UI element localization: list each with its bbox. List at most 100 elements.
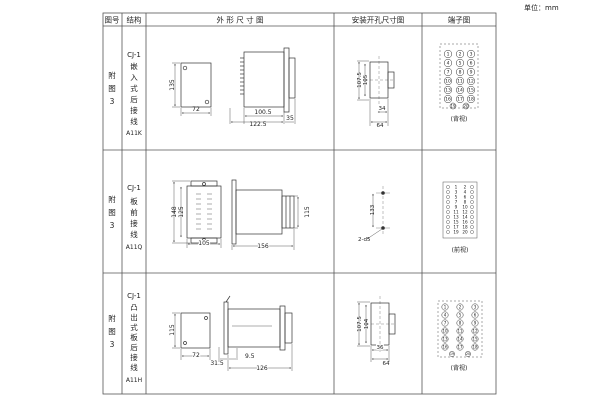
structure-char: 后 — [130, 94, 138, 104]
terminal-grid: 1 2 3 4 5 6 7 8 9 10 11 12 13 14 15 16 1… — [443, 49, 476, 110]
terminal-number: 13 — [453, 215, 459, 220]
dim-label: 34 — [379, 106, 386, 112]
table-grid — [102, 12, 497, 395]
row-2-outline-drawing — [172, 179, 299, 250]
terminal-number: 9 — [474, 320, 477, 325]
mount-screw — [202, 238, 206, 242]
dim-label: 64 — [377, 123, 384, 129]
structure-char: 出 — [130, 312, 138, 322]
terminal-number: 2 — [464, 185, 467, 190]
terminal-number: 14 — [462, 215, 468, 220]
relay-body — [235, 189, 283, 235]
terminal-number: 10 — [462, 205, 468, 210]
structure-char: 线 — [130, 229, 138, 239]
structure-char: 接 — [130, 352, 138, 362]
terminal-number: 17 — [457, 97, 463, 103]
fig-no-char: 附 — [108, 195, 116, 204]
terminal-number: 10 — [445, 79, 451, 85]
model-label: CJ-1 — [127, 184, 141, 192]
model-label: CJ-1 — [127, 292, 141, 300]
terminal-number: 8 — [459, 70, 462, 76]
dim-label: 105 — [363, 74, 369, 85]
terminal-number: 8 — [459, 320, 462, 325]
terminal-view-label: (背视) — [451, 115, 468, 123]
structure-char: 凸 — [130, 303, 138, 312]
terminal-number: 17 — [453, 225, 459, 230]
terminal-number: 11 — [457, 79, 463, 85]
structure-char: 式 — [130, 322, 138, 332]
row-3-outline-labels: 115 72 31.5 9.5 126 — [169, 324, 269, 373]
row-2-cutout-drawing — [366, 186, 390, 240]
terminal-number: 6 — [464, 195, 467, 200]
terminal-number: 6 — [470, 61, 473, 67]
terminal-number: 1 — [447, 52, 450, 58]
row-3-terminal-drawing: 1 2 3 4 5 6 7 8 9 10 11 12 13 14 15 16 1… — [437, 300, 483, 372]
dim-label: 148 — [171, 206, 178, 218]
front-panel — [180, 312, 211, 349]
dim-label: 104 — [364, 318, 370, 329]
terminal-number: 19 — [453, 230, 459, 235]
terminal-number: 16 — [442, 344, 448, 349]
mount-screw — [182, 65, 188, 71]
terminal-number: 13 — [442, 336, 448, 341]
fig-no-char: 图 — [108, 327, 116, 336]
dim-label: 156 — [257, 243, 269, 250]
structure-char: 接 — [130, 105, 138, 115]
row-3-outline-drawing — [172, 295, 293, 371]
dim-label: 115 — [169, 324, 176, 336]
terminal-number: 4 — [464, 190, 467, 195]
terminal-number: 18 — [462, 225, 468, 230]
dim-label: 9.5 — [245, 353, 255, 360]
terminal-number: 4 — [447, 61, 450, 67]
terminal-number: 15 — [472, 336, 478, 341]
relay-body — [227, 308, 281, 348]
mount-screw — [204, 316, 208, 320]
row-3-labels: 附 图 3 CJ-1 凸 出 式 板 后 接 线 A11H — [108, 292, 142, 384]
terminal-number: 7 — [444, 320, 447, 325]
terminal-number: 1 — [455, 185, 458, 190]
terminal-number: 14 — [457, 88, 463, 94]
terminal-number: 1 — [444, 304, 447, 309]
row-3-cutout-drawing — [357, 296, 396, 362]
fig-no-char: 图 — [108, 208, 116, 217]
structure-char: 板 — [130, 332, 138, 342]
fig-no-char: 附 — [108, 71, 116, 80]
relay-body — [243, 51, 285, 108]
header-terminal: 端子图 — [448, 15, 471, 25]
front-panel — [180, 62, 212, 108]
front-flange — [231, 179, 237, 245]
dim-label: 36 — [377, 345, 384, 351]
mount-screw — [202, 182, 206, 186]
terminal-number: 12 — [472, 328, 478, 333]
front-panel — [186, 185, 222, 239]
terminal-number: 8 — [464, 200, 467, 205]
terminal-number: 18 — [472, 344, 478, 349]
terminal-grid: 1 2 3 4 5 6 7 8 9 10 11 12 13 14 15 16 1… — [446, 185, 474, 235]
structure-char: 后 — [130, 342, 138, 352]
row-1-cutout-labels: 107.5 105 34 64 — [357, 72, 386, 129]
terminal-number: 20 — [463, 103, 469, 108]
fig-no-char: 3 — [110, 97, 115, 106]
structure-char: 线 — [130, 362, 138, 372]
terminal-number: 6 — [474, 312, 477, 317]
model-label: CJ-1 — [127, 51, 141, 59]
terminal-number: 14 — [457, 336, 463, 341]
terminal-number: 15 — [468, 88, 474, 94]
terminal-number: 7 — [447, 70, 450, 76]
terminal-number: 10 — [442, 328, 448, 333]
terminal-number: 3 — [470, 52, 473, 58]
row-1-labels: 附 图 3 CJ-1 嵌 入 式 后 接 线 A11K — [108, 51, 143, 137]
terminal-number: 16 — [462, 220, 468, 225]
terminal-number: 9 — [470, 70, 473, 76]
terminal-number: 11 — [453, 210, 459, 215]
terminal-number: 11 — [457, 328, 463, 333]
fig-no-char: 3 — [110, 221, 115, 230]
header-outline: 外 形 尺 寸 图 — [216, 15, 263, 25]
structure-char: 板 — [130, 196, 138, 206]
terminal-view-label: (前视) — [452, 246, 469, 254]
terminal-number: 5 — [459, 61, 462, 67]
terminal-number: 18 — [468, 97, 474, 103]
dim-label: 100.5 — [254, 109, 271, 116]
structure-char: 入 — [130, 73, 138, 82]
